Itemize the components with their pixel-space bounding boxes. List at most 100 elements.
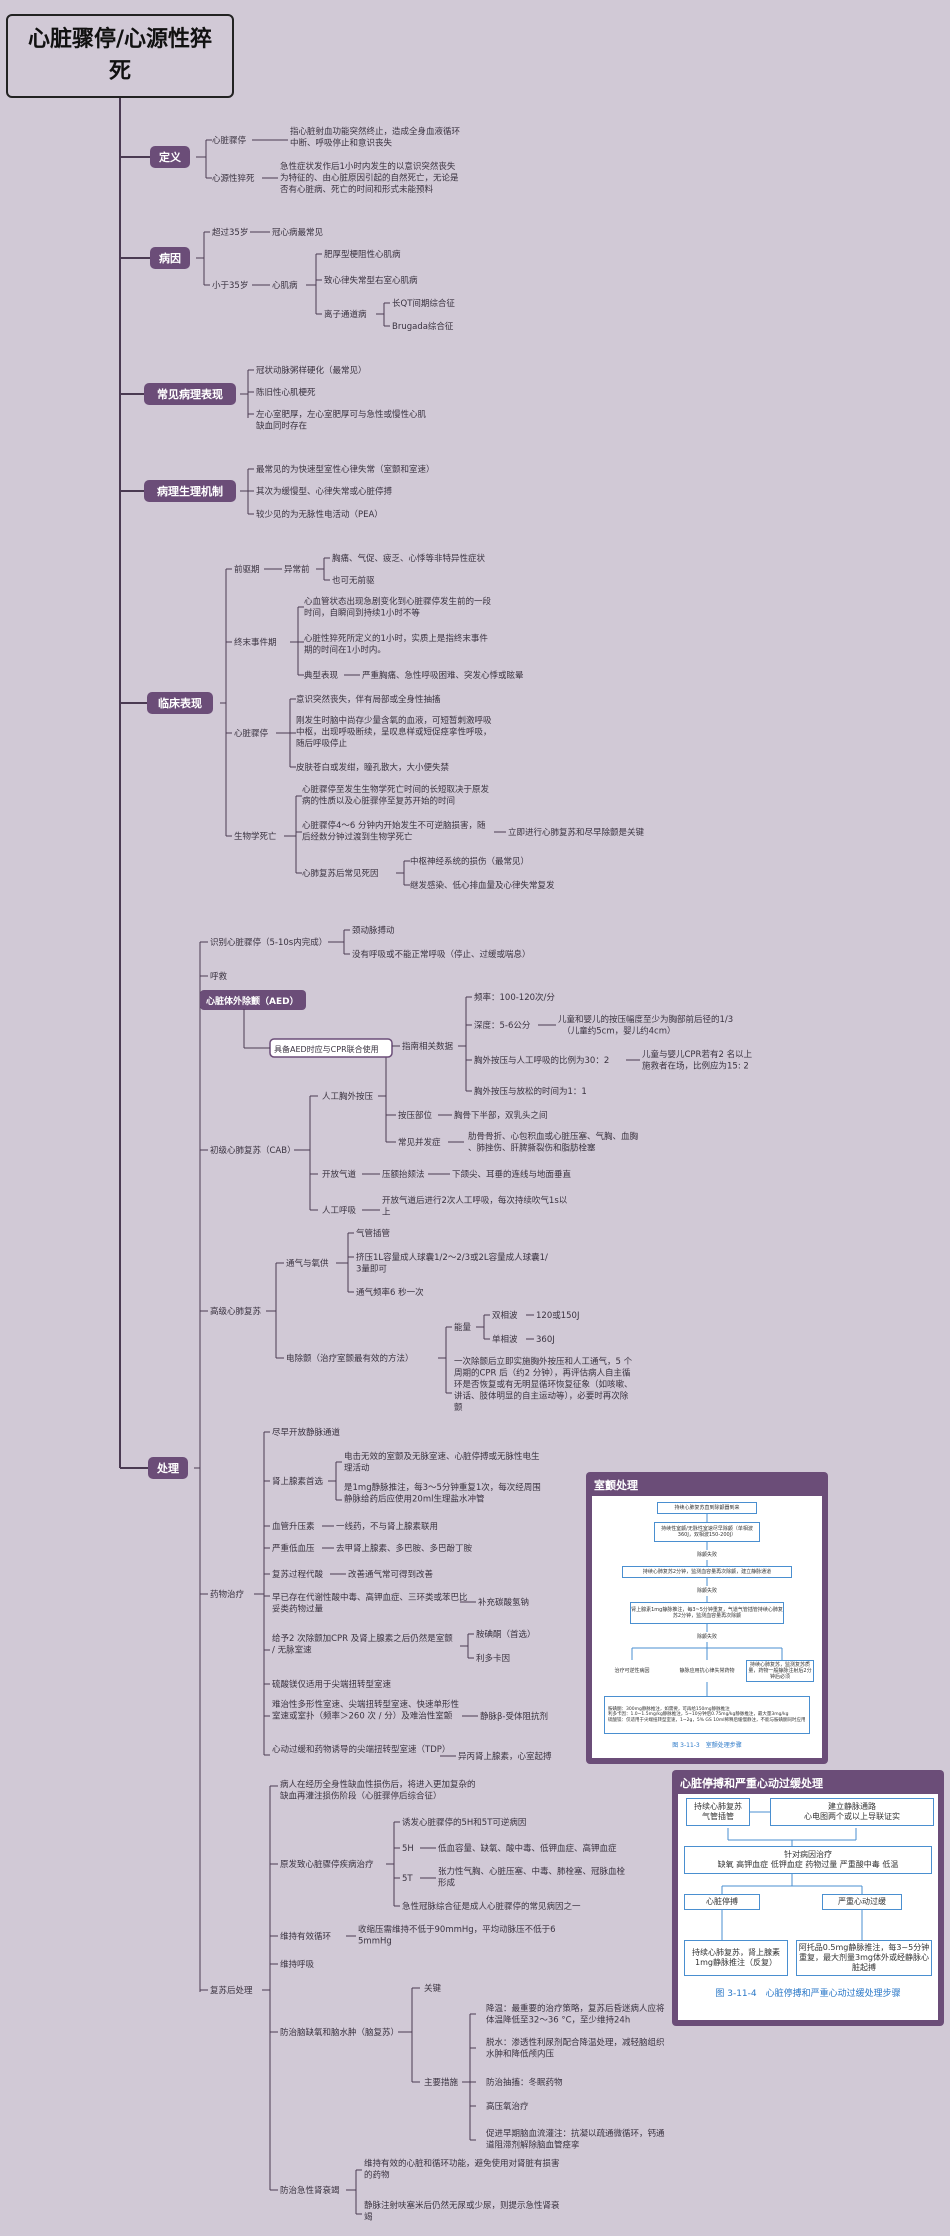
treat-ratio-line: 胸外按压与人工呼吸的比例为30：2 <box>474 1055 609 1066</box>
treat-complication-desc: 肋骨骨折、心包积血或心脏压塞、气胸、血胸、肺挫伤、肝脾撕裂伤和脂肪栓塞 <box>468 1131 639 1154</box>
clin-rec-2: 继发感染、低心排血量及心律失常复发 <box>410 880 555 891</box>
treat-vent-2: 挤压1L容量成人球囊1/2～2/3或2L容量成人球囊1/3量即可 <box>356 1252 548 1275</box>
treat-monophasic-val-line: 360J <box>536 1335 555 1345</box>
treat-defib-note: 一次除颤后立即实施胸外按压和人工通气，5 个周期的CPR 后（约2 分钟），再评… <box>454 1356 633 1413</box>
clin-term-1-line: 时间，自瞬间到持续1小时不等 <box>304 608 420 619</box>
drug-mgso4-line: 硫酸镁仅适用于尖端扭转型室速 <box>272 1679 392 1690</box>
treat-airway-line: 开放气道 <box>322 1169 357 1180</box>
treat-compression: 人工胸外按压 <box>322 1091 374 1102</box>
treat-defib-note-line: 颤 <box>454 1402 463 1413</box>
treat-ratio-time-line: 胸外按压与放松的时间为1：1 <box>474 1086 587 1097</box>
label-etiology: 病因 <box>159 251 181 265</box>
treat-airway: 开放气道 <box>322 1169 357 1180</box>
treat-drugs: 药物治疗 <box>210 1589 245 1600</box>
path-item-1: 冠状动脉粥样硬化（最常见） <box>256 365 367 376</box>
treat-vent-1: 气管插管 <box>356 1228 390 1239</box>
fig2-box-6: 持续心肺复苏，肾上腺素1mg静脉推注（反复） <box>684 1940 788 1976</box>
figure-asystole-arrows <box>721 1811 863 1940</box>
treat-monophasic-line: 单相波 <box>492 1334 518 1345</box>
post-etiology-line: 原发致心脏骤停疾病治疗 <box>280 1859 374 1870</box>
post-measures-line: 主要措施 <box>424 2077 459 2088</box>
label-clinical: 临床表现 <box>158 696 202 710</box>
drug-adrenaline: 肾上腺素首选 <box>272 1476 324 1487</box>
treat-breathing-desc-line: 上 <box>382 1208 391 1218</box>
label-definition: 定义 <box>159 150 182 164</box>
drug-polymorphic-desc-line: 静脉β-受体阻抗剂 <box>480 1711 548 1722</box>
drug-bradyarrest-desc: 异丙肾上腺素，心室起搏 <box>458 1751 552 1762</box>
post-meas-4-line: 高压氧治疗 <box>486 2101 529 2112</box>
eti-ch-1: 长QT间期综合征 <box>392 298 455 309</box>
post-h5-desc: 低血容量、缺氧、酸中毒、低钾血症、高钾血症 <box>438 1843 617 1854</box>
drug-adr-1: 电击无效的室颤及无脉室速、心脏停搏或无脉性电生理活动 <box>344 1451 540 1474</box>
eti-cm-1: 肥厚型梗阻性心肌病 <box>324 249 401 260</box>
post-measures: 主要措施 <box>424 2077 459 2088</box>
treat-als: 高级心肺复苏 <box>210 1306 262 1317</box>
def-desc-scd: 急性症状发作后1小时内发生的以意识突然丧失为特征的、由心脏原因引起的自然死亡，无… <box>280 161 459 195</box>
treat-ratio-note-line: 施救者在场，比例应为15: 2 <box>642 1061 749 1072</box>
clin-rec-2-line: 继发感染、低心排血量及心律失常复发 <box>410 880 555 891</box>
treat-biphasic-val-line: 120或150J <box>536 1310 579 1321</box>
figure-asystole-management: 心脏停搏和严重心动过缓处理 持续心肺复苏 气管插管 建立静脉通路 心电图两个或以… <box>672 1770 944 2026</box>
treat-defib-line: 电除颤（治疗室颤最有效的方法） <box>286 1353 414 1364</box>
drug-brady: 严重低血压 <box>272 1543 315 1554</box>
eti-channel-line: 离子通道病 <box>324 309 367 320</box>
treat-depth: 深度：5-6公分 <box>474 1020 531 1031</box>
eti-cardiomyopathy-line: 心肌病 <box>272 280 298 291</box>
def-desc-scd-line: 急性症状发作后1小时内发生的以意识突然丧失 <box>280 161 456 172</box>
treat-depth-note: 儿童和婴儿的按压幅度至少为胸部前后径的1/3 （儿童约5cm，婴儿约4cm） <box>558 1014 733 1037</box>
treat-airway-method: 压额抬颏法 <box>382 1169 425 1180</box>
treat-biphasic: 双相波 <box>492 1310 518 1321</box>
clin-typical-line: 典型表现 <box>304 670 339 681</box>
drug-bradyarrest-desc-line: 异丙肾上腺素，心室起搏 <box>458 1751 552 1762</box>
fig2-caption: 图 3-11-4 心脏停搏和严重心动过缓处理步骤 <box>715 1989 901 1999</box>
eti-over35-cause: 冠心病最常见 <box>272 227 324 238</box>
post-circ-desc-line: 收缩压需维持不低于90mmHg，平均动脉压不低于6 <box>358 1924 556 1935</box>
clin-bio-1-line: 心脏骤停至发生生物学死亡时间的长短取决于原发 <box>302 784 490 795</box>
post-respiration: 维持呼吸 <box>280 1959 315 1970</box>
treat-depth-line: 深度：5-6公分 <box>474 1020 531 1031</box>
drug-ref-2-line: 利多卡因 <box>476 1653 510 1664</box>
treat-rec-2-line: 没有呼吸或不能正常呼吸（停止、过缓或喘息） <box>352 949 531 960</box>
clin-bio-2-line: 后经数分钟过渡到生物学死亡 <box>302 832 413 843</box>
treat-vent-3-line: 通气频率6 秒一次 <box>356 1287 424 1298</box>
treat-vent-2-line: 挤压1L容量成人球囊1/2～2/3或2L容量成人球囊1/ <box>356 1252 548 1263</box>
clin-term-2-line: 期的时间在1小时内。 <box>304 645 386 656</box>
treat-complication-line: 常见并发症 <box>398 1137 441 1148</box>
drug-adrenaline-line: 肾上腺素首选 <box>272 1476 324 1487</box>
label-pathology: 常见病理表现 <box>157 387 223 401</box>
clin-bio-2: 心脏骤停4～6 分钟内开始发生不可逆脑损害，随后经数分钟过渡到生物学死亡 <box>302 820 486 843</box>
treat-freq-line: 频率：100-120次/分 <box>474 992 555 1003</box>
treat-als-line: 高级心肺复苏 <box>210 1306 262 1317</box>
treat-defib-note-line: 周期的CPR 后（约2 分钟），再评估病人自主循 <box>454 1368 631 1379</box>
treat-airway-desc-line: 下颌尖、耳垂的连线与地面垂直 <box>452 1169 572 1180</box>
treat-call: 呼救 <box>210 971 228 982</box>
clin-prodrome: 前驱期 <box>234 564 260 575</box>
treat-aed-box <box>200 990 306 1010</box>
drug-bradyarrest: 心动过缓和药物诱导的尖端扭转型室速（TDP） <box>272 1744 450 1755</box>
treat-breathing: 人工呼吸 <box>322 1205 357 1216</box>
label-mechanism-box <box>144 480 236 502</box>
clin-arrest: 心脏骤停 <box>234 728 269 739</box>
eti-over35-line: 超过35岁 <box>212 227 248 238</box>
post-etiology: 原发致心脏骤停疾病治疗 <box>280 1859 374 1870</box>
post-key: 关键 <box>424 1983 442 1994</box>
def-term-scd-line: 心源性猝死 <box>212 173 255 184</box>
treat-bls-line: 初级心肺复苏（CAB） <box>210 1145 296 1156</box>
drug-polymorphic-desc: 静脉β-受体阻抗剂 <box>480 1711 548 1722</box>
eti-over35-cause-line: 冠心病最常见 <box>272 227 324 238</box>
clin-bio-1-line: 病的性质以及心脏骤停至复苏开始的时间 <box>302 796 455 807</box>
def-desc-arrest: 指心脏射血功能突然终止，造成全身血液循环中断、呼吸停止和意识丧失 <box>290 126 461 149</box>
treat-rec-1: 颈动脉搏动 <box>352 925 395 936</box>
post-h5-line: 5H <box>402 1844 414 1854</box>
label-clinical-box <box>147 692 213 714</box>
post-kid-2-line: 竭 <box>364 2212 373 2223</box>
treat-call-line: 呼救 <box>210 971 228 982</box>
post-eti-head: 诱发心脏骤停的5H和5T可逆病因 <box>402 1817 526 1828</box>
treat-indicators: 指南相关数据 <box>402 1041 454 1052</box>
path-item-3-line: 左心室肥厚，左心室肥厚可与急性或慢性心肌 <box>256 409 427 420</box>
post-meas-4: 高压氧治疗 <box>486 2101 529 2112</box>
treat-biphasic-line: 双相波 <box>492 1310 518 1321</box>
post-kid-2-line: 静脉注射呋塞米后仍然无尿或少尿，则提示急性肾衰 <box>364 2200 560 2211</box>
